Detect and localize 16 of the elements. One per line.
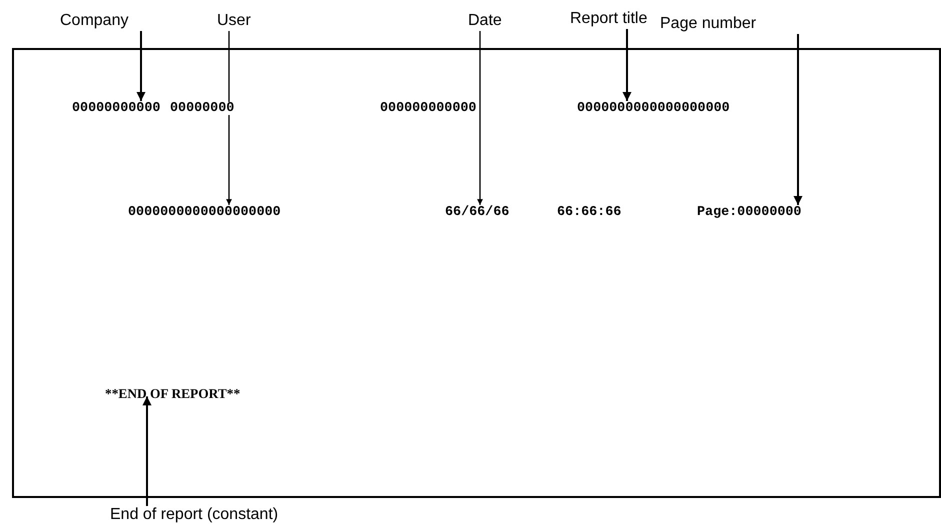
- mask-text: Page:00000000: [697, 206, 802, 220]
- annotation-label: Report title: [570, 11, 648, 27]
- leader-arrow: [136, 31, 146, 101]
- annotation-label: Company: [60, 13, 128, 29]
- report-end-text: **END OF REPORT**: [105, 387, 240, 400]
- leader-arrow: [794, 34, 802, 205]
- annotation-label: User: [217, 13, 251, 29]
- leader-arrow: [226, 31, 232, 205]
- annotation-label: Page number: [660, 16, 756, 32]
- mask-text: 00000000: [170, 102, 234, 116]
- report-page-frame: [12, 48, 941, 498]
- annotation-label: End of report (constant): [110, 507, 278, 523]
- leader-arrow: [142, 396, 152, 506]
- leader-arrow: [622, 29, 632, 101]
- leader-arrow: [477, 31, 483, 205]
- annotation-label: Date: [468, 13, 502, 29]
